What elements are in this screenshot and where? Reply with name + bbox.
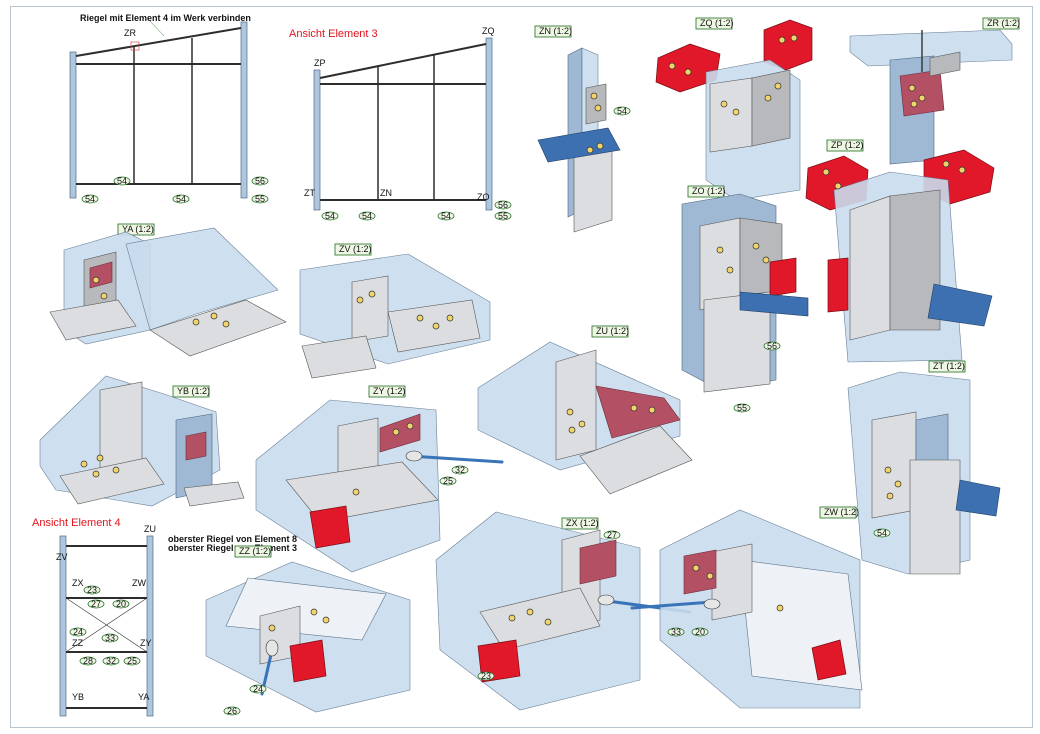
- detail-zz: ZZ (1:2) 24 26: [205, 545, 411, 716]
- tag-54: 54: [117, 176, 127, 186]
- callout-56: 56: [767, 341, 777, 351]
- callout-54: 54: [877, 528, 887, 538]
- detail-zx: ZX (1:2) 27 23: [435, 511, 692, 711]
- detail-label-ya: YA (1:2): [122, 224, 154, 234]
- tag-32: 32: [106, 656, 116, 666]
- detail-yb: YB (1:2): [39, 375, 245, 507]
- callout-23: 23: [481, 671, 491, 681]
- note-riegel-verbinden: Riegel mit Element 4 im Werk verbinden: [80, 13, 251, 23]
- heading-ansicht-element-4: Ansicht Element 4: [32, 517, 121, 529]
- tag-54: 54: [85, 194, 95, 204]
- callout-26: 26: [227, 706, 237, 716]
- detail-ya: YA (1:2): [49, 223, 287, 357]
- detail-label-zu: ZU (1:2): [596, 326, 629, 336]
- tag-20: 20: [116, 599, 126, 609]
- detail-zr: ZR (1:2): [849, 17, 1020, 165]
- tag-28: 28: [83, 656, 93, 666]
- marker-zv: ZV: [56, 552, 68, 562]
- detail-label-zw: ZW (1:2): [824, 507, 859, 517]
- marker-zt: ZT: [304, 188, 315, 198]
- marker-zx: ZX: [72, 578, 84, 588]
- callout-20: 20: [695, 627, 705, 637]
- heading-ansicht-element-3: Ansicht Element 3: [289, 28, 378, 40]
- marker-zu: ZU: [144, 524, 156, 534]
- detail-label-zy: ZY (1:2): [373, 386, 405, 396]
- detail-label-zz: ZZ (1:2): [239, 546, 271, 556]
- elevation-element-4: Ansicht Element 4 ZU ZV ZX ZW ZZ ZY YB Y…: [32, 517, 297, 717]
- detail-label-zq: ZQ (1:2): [700, 18, 734, 28]
- tag-54: 54: [441, 211, 451, 221]
- tag-55: 55: [255, 194, 265, 204]
- tag-55: 55: [498, 211, 508, 221]
- detail-zy: ZY (1:2) 32 25: [255, 385, 504, 573]
- elevation-element-3: Ansicht Element 3 ZP ZQ ZT ZN ZO 54 54 5…: [289, 26, 512, 221]
- detail-label-zo: ZO (1:2): [692, 186, 726, 196]
- detail-zw: 33 20: [630, 509, 863, 709]
- tag-56: 56: [255, 176, 265, 186]
- marker-yb: YB: [72, 692, 84, 702]
- tag-23: 23: [87, 585, 97, 595]
- callout-33: 33: [671, 627, 681, 637]
- tag-27: 27: [91, 599, 101, 609]
- detail-label-zv: ZV (1:2): [339, 244, 372, 254]
- detail-zn: ZN (1:2) 54: [534, 25, 631, 233]
- tag-54: 54: [176, 194, 186, 204]
- marker-zz: ZZ: [72, 638, 83, 648]
- detail-label-zn: ZN (1:2): [539, 26, 572, 36]
- detail-zo: ZO (1:2) 56 55: [681, 185, 809, 413]
- detail-zt: ZW (1:2) 54: [819, 371, 1001, 575]
- marker-zo: ZO: [477, 192, 490, 202]
- marker-zp: ZP: [314, 58, 326, 68]
- detail-zv: ZV (1:2): [299, 243, 491, 379]
- tag-24: 24: [73, 627, 83, 637]
- note-oberster-riegel-3: oberster Riegel von Element 3: [168, 543, 297, 553]
- tag-56: 56: [498, 200, 508, 210]
- marker-zw: ZW: [132, 578, 146, 588]
- elevation-element-top: ZR Riegel mit Element 4 im Werk verbinde…: [69, 13, 269, 204]
- callout-25: 25: [443, 476, 453, 486]
- detail-zq: ZQ (1:2): [655, 17, 813, 201]
- detail-label-zt: ZT (1:2): [933, 361, 965, 371]
- detail-label-zp: ZP (1:2): [831, 140, 863, 150]
- callout-27: 27: [607, 530, 617, 540]
- detail-zp: ZP (1:2) ZT (1:2): [805, 139, 995, 373]
- callout-32: 32: [455, 465, 465, 475]
- callout-24: 24: [253, 684, 263, 694]
- marker-zr: ZR: [124, 28, 136, 38]
- callout-55: 55: [737, 403, 747, 413]
- detail-zu: ZU (1:2): [477, 325, 693, 495]
- tag-54: 54: [362, 211, 372, 221]
- callout-54: 54: [617, 106, 627, 116]
- marker-ya: YA: [138, 692, 149, 702]
- detail-label-zx: ZX (1:2): [566, 518, 599, 528]
- detail-label-yb: YB (1:2): [177, 386, 210, 396]
- detail-label-zr: ZR (1:2): [987, 18, 1020, 28]
- marker-zy: ZY: [140, 638, 152, 648]
- tag-54: 54: [325, 211, 335, 221]
- tag-25: 25: [127, 656, 137, 666]
- marker-zn: ZN: [380, 188, 392, 198]
- tag-33: 33: [105, 633, 115, 643]
- note-oberster-riegel-8: oberster Riegel von Element 8: [168, 534, 297, 544]
- marker-zq: ZQ: [482, 26, 495, 36]
